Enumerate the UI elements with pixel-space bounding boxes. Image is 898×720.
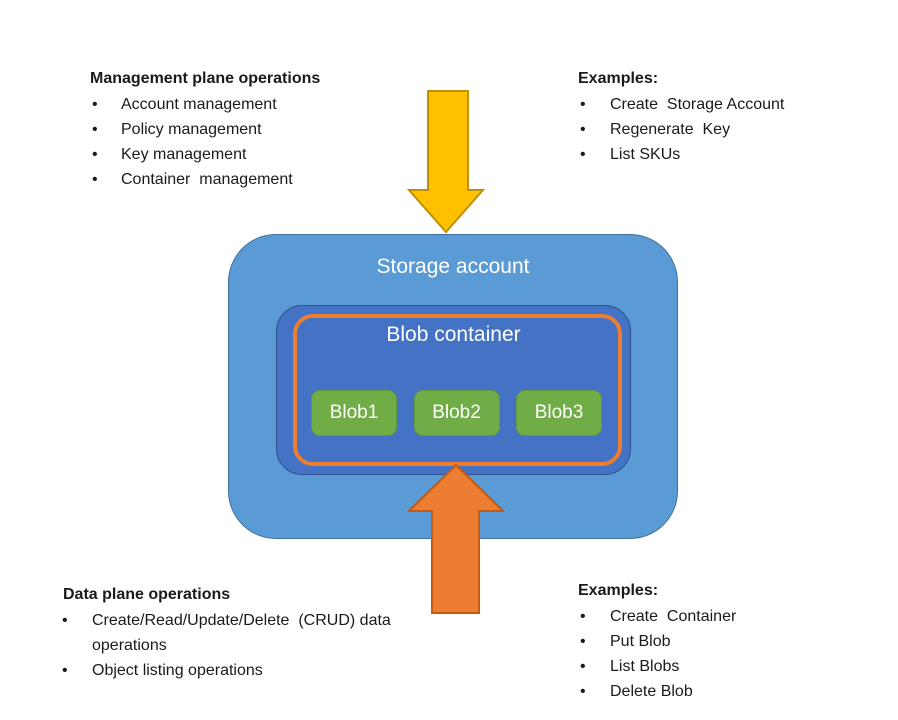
list-item: • Delete Blob [578,679,858,704]
list-item: • Account management [90,92,390,117]
list-item: • Container management [90,167,390,192]
blob-label: Blob3 [534,402,584,423]
list-item-label: Create Container [610,608,737,625]
list-item-label: List SKUs [610,146,681,163]
list-item: • List SKUs [578,142,868,167]
list-item: • Put Blob [578,629,858,654]
list-item-label: Policy management [121,121,262,138]
list-item-label: Regenerate Key [610,121,731,138]
list-item: • Object listing operations [61,658,393,683]
bullet-icon: • [92,121,98,138]
bullet-icon: • [62,612,68,629]
management-plane-title: Management plane operations [90,70,321,87]
data-plane-operations-block: Data plane operations • Create/Read/Upda… [61,581,393,683]
bullet-icon: • [580,683,586,700]
arrow-down-icon [406,90,486,234]
storage-account-label: Storage account [376,255,530,278]
bullet-icon: • [580,96,586,113]
management-examples-title: Examples: [578,70,659,87]
management-examples-block: Examples: • Create Storage Account • Reg… [578,65,868,167]
blob-container-label: Blob container [386,323,521,346]
blob-label: Blob1 [329,402,379,423]
blob-box: Blob1 [311,390,397,436]
list-item: • Policy management [90,117,390,142]
bullet-icon: • [580,633,586,650]
list-item-label: Delete Blob [610,683,693,700]
list-item: • Create Storage Account [578,92,868,117]
arrow-down-shape [406,90,486,234]
list-item-label: List Blobs [610,658,680,675]
list-item-label: Create Storage Account [610,96,785,113]
bullet-icon: • [62,662,68,679]
bullet-icon: • [580,658,586,675]
arrow-up-icon [406,463,506,614]
blob-box: Blob3 [516,390,602,436]
blob-box: Blob2 [413,390,500,436]
bullet-icon: • [92,171,98,188]
list-item-label: Put Blob [610,633,671,650]
bullet-icon: • [580,146,586,163]
bullet-icon: • [580,121,586,138]
list-item-label: Object listing operations [92,662,263,679]
management-plane-operations-block: Management plane operations • Account ma… [90,65,390,192]
bullet-icon: • [92,96,98,113]
list-item: • Create Container [578,604,858,629]
list-item: • Key management [90,142,390,167]
list-item-label: Key management [121,146,247,163]
arrow-up-shape [406,463,506,614]
bullet-icon: • [580,608,586,625]
bullet-icon: • [92,146,98,163]
list-item-label: Account management [121,96,277,113]
data-examples-block: Examples: • Create Container • Put Blob … [578,577,858,704]
list-item: • List Blobs [578,654,858,679]
list-item-label: Container management [121,171,293,188]
list-item: • Create/Read/Update/Delete (CRUD) data … [61,608,393,658]
blob-label: Blob2 [432,402,481,423]
list-item-label: Create/Read/Update/Delete (CRUD) data op… [92,612,396,654]
blobs-row: Blob1 Blob2 Blob3 [311,390,602,436]
data-examples-title: Examples: [578,582,659,599]
blob-container-outline [293,314,622,466]
data-plane-title: Data plane operations [63,586,231,603]
list-item: • Regenerate Key [578,117,868,142]
